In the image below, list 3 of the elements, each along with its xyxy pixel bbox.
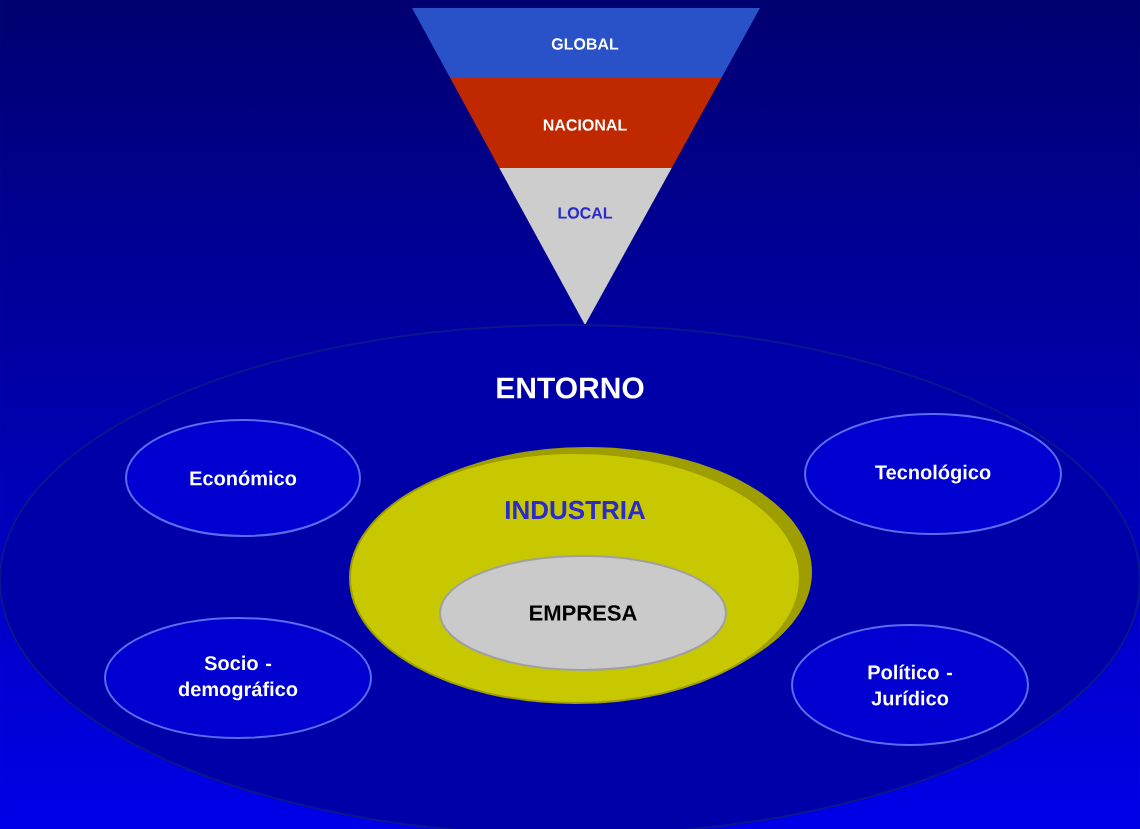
funnel-band: NACIONAL (450, 78, 722, 168)
funnel-band: LOCAL (499, 168, 672, 325)
funnel-band: GLOBAL (412, 8, 760, 78)
